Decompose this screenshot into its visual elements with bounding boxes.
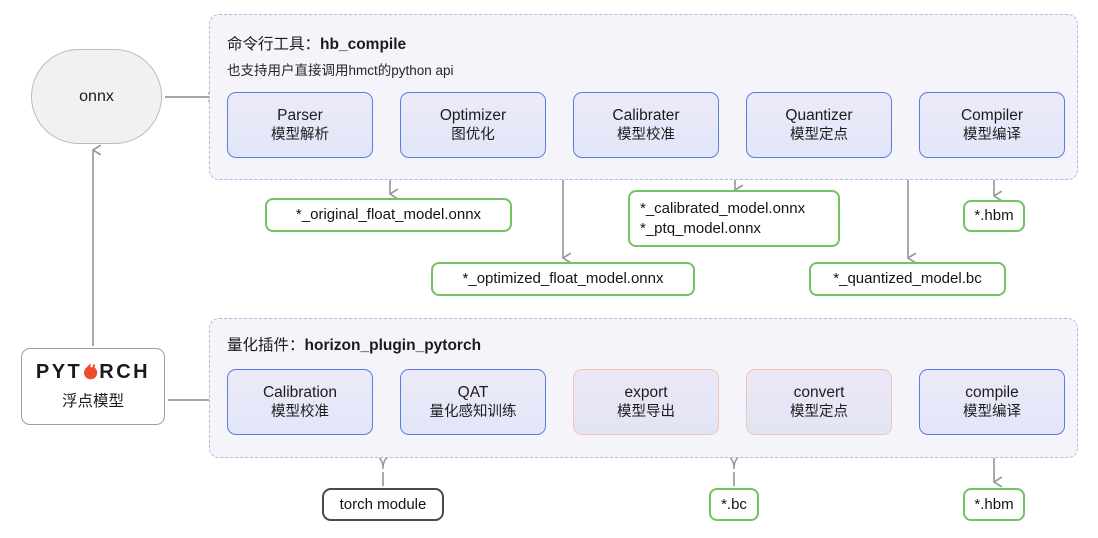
artifact-quantized-model-bc-line1: *_quantized_model.bc xyxy=(833,270,982,288)
artifact-hbm-top[interactable]: *.hbm xyxy=(963,200,1025,232)
stage-optimizer-en: Optimizer xyxy=(439,106,507,124)
stage-compile[interactable]: compile 模型编译 xyxy=(919,369,1065,435)
stage-calibrater[interactable]: Calibrater 模型校准 xyxy=(573,92,719,158)
artifact-bc[interactable]: *.bc xyxy=(709,488,759,521)
pytorch-logo-pre: PYT xyxy=(35,361,83,383)
artifact-original-float-model[interactable]: *_original_float_model.onnx xyxy=(265,198,512,232)
stage-qat-zh: 量化感知训练 xyxy=(429,403,517,420)
stage-parser-zh: 模型解析 xyxy=(271,126,329,143)
panel-bottom-title-prefix: 量化插件： xyxy=(227,337,305,354)
artifact-quantized-model-bc[interactable]: *_quantized_model.bc xyxy=(809,262,1006,296)
stage-compiler-zh: 模型编译 xyxy=(963,126,1021,143)
panel-bottom-title: 量化插件：horizon_plugin_pytorch xyxy=(227,333,481,355)
artifact-bc-label: *.bc xyxy=(721,495,747,513)
artifact-hbm-bottom[interactable]: *.hbm xyxy=(963,488,1025,521)
onnx-label: onnx xyxy=(79,87,114,105)
stage-quantizer[interactable]: Quantizer 模型定点 xyxy=(746,92,892,158)
stage-compile-zh: 模型编译 xyxy=(963,403,1021,420)
artifact-optimized-float-model-line1: *_optimized_float_model.onnx xyxy=(462,270,664,288)
pytorch-subtitle: 浮点模型 xyxy=(61,393,124,410)
stage-quantizer-en: Quantizer xyxy=(785,106,853,124)
stage-export[interactable]: export 模型导出 xyxy=(573,369,719,435)
panel-bottom-title-name: horizon_plugin_pytorch xyxy=(304,337,482,354)
artifact-calibrated-model-line1: *_calibrated_model.onnx xyxy=(640,199,806,217)
stage-qat-en: QAT xyxy=(457,383,489,401)
pytorch-input-node[interactable]: PYT RCH 浮点模型 xyxy=(21,348,165,425)
artifact-torch-module-label: torch module xyxy=(339,496,427,513)
stage-parser-en: Parser xyxy=(277,106,323,124)
pytorch-logo: PYT RCH xyxy=(36,362,150,382)
pytorch-logo-post: RCH xyxy=(99,361,151,383)
stage-convert[interactable]: convert 模型定点 xyxy=(746,369,892,435)
stage-calibration-en: Calibration xyxy=(262,383,338,401)
onnx-input-node[interactable]: onnx xyxy=(31,49,162,144)
artifact-calibrated-ptq-model[interactable]: *_calibrated_model.onnx *_ptq_model.onnx xyxy=(628,190,840,247)
artifact-hbm-bottom-label: *.hbm xyxy=(974,495,1014,513)
stage-compile-en: compile xyxy=(965,383,1019,401)
artifact-ptq-model-line2: *_ptq_model.onnx xyxy=(640,219,761,237)
stage-calibrater-zh: 模型校准 xyxy=(617,126,675,143)
panel-top-subtitle: 也支持用户直接调用hmct的python api xyxy=(227,63,454,78)
artifact-original-float-model-line1: *_original_float_model.onnx xyxy=(295,206,482,224)
stage-convert-zh: 模型定点 xyxy=(790,403,848,420)
stage-calibration[interactable]: Calibration 模型校准 xyxy=(227,369,373,435)
stage-qat[interactable]: QAT 量化感知训练 xyxy=(400,369,546,435)
stage-compiler-en: Compiler xyxy=(960,106,1023,124)
stage-optimizer-zh: 图优化 xyxy=(451,126,495,143)
stage-compiler[interactable]: Compiler 模型编译 xyxy=(919,92,1065,158)
artifact-torch-module[interactable]: torch module xyxy=(322,488,444,521)
stage-convert-en: convert xyxy=(793,383,845,401)
panel-top-title-prefix: 命令行工具： xyxy=(227,36,321,53)
panel-top-title: 命令行工具：hb_compile xyxy=(227,32,406,54)
stage-export-zh: 模型导出 xyxy=(617,403,675,420)
artifact-hbm-top-line1: *.hbm xyxy=(974,207,1014,225)
stage-quantizer-zh: 模型定点 xyxy=(790,126,848,143)
artifact-optimized-float-model[interactable]: *_optimized_float_model.onnx xyxy=(431,262,695,296)
stage-optimizer[interactable]: Optimizer 图优化 xyxy=(400,92,546,158)
flame-icon xyxy=(83,362,98,382)
stage-calibration-zh: 模型校准 xyxy=(271,403,329,420)
stage-calibrater-en: Calibrater xyxy=(612,106,680,124)
stage-parser[interactable]: Parser 模型解析 xyxy=(227,92,373,158)
stage-export-en: export xyxy=(624,383,668,401)
panel-top-title-name: hb_compile xyxy=(320,36,407,53)
